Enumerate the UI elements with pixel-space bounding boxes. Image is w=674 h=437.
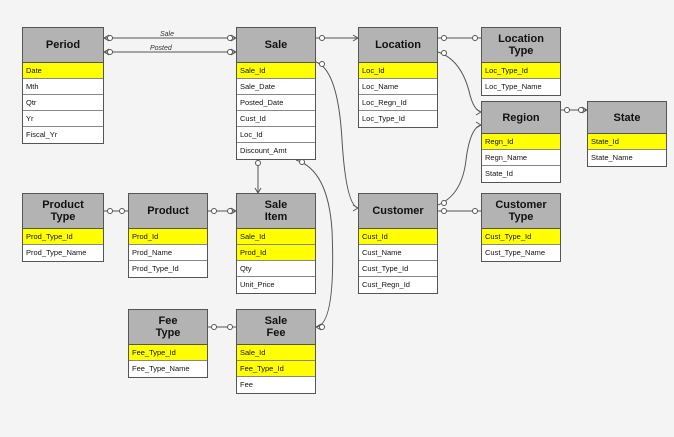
entity-title: Fee Type [129,310,207,345]
entity-title: Period [23,28,103,63]
field-prod-id: Prod_Id [237,245,315,261]
field-fee-type-name: Fee_Type_Name [132,364,190,373]
field-cust-type-id: Cust_Type_Id [359,261,437,277]
field-regn-name: Regn_Name [482,150,560,166]
field-loc-type-name: Loc_Type_Name [485,82,542,91]
entity-title: State [588,102,666,134]
entity-title: Product [129,194,207,229]
field-qtr: Qtr [23,95,103,111]
field-prod-name: Prod_Name [129,245,207,261]
field-cust-name: Cust_Name [359,245,437,261]
field-loc-type-id: Loc_Type_Id [482,63,560,79]
field-loc-regn-id: Loc_Regn_Id [359,95,437,111]
field-cust-type-id: Cust_Type_Id [482,229,560,245]
entity-title: Customer [359,194,437,229]
field-loc-name: Loc_Name [359,79,437,95]
entity-customer[interactable]: Customer Cust_Id Cust_Name Cust_Type_Id … [358,193,438,294]
field-unit-price: Unit_Price [240,280,275,289]
entity-period[interactable]: Period Date Mth Qtr Yr Fiscal_Yr [22,27,104,144]
field-state-name: State_Name [591,153,633,162]
field-cust-id: Cust_Id [237,111,315,127]
entity-title: Region [482,102,560,134]
entity-product[interactable]: Product Prod_Id Prod_Name Prod_Type_Id [128,193,208,278]
field-state-id: State_Id [588,134,666,150]
field-cust-regn-id: Cust_Regn_Id [362,280,410,289]
entity-state[interactable]: State State_Id State_Name [587,101,667,167]
field-sale-id: Sale_Id [237,229,315,245]
field-prod-type-name: Prod_Type_Name [26,248,87,257]
field-posted-date: Posted_Date [237,95,315,111]
entity-title: Sale [237,28,315,63]
relationship-label-posted: Posted [150,45,172,52]
entity-sale-fee[interactable]: Sale Fee Sale_Id Fee_Type_Id Fee [236,309,316,394]
field-loc-id: Loc_Id [359,63,437,79]
field-loc-id: Loc_Id [237,127,315,143]
field-qty: Qty [237,261,315,277]
relationship-label-sale: Sale [160,31,175,38]
field-prod-id: Prod_Id [129,229,207,245]
field-fee-type-id: Fee_Type_Id [237,361,315,377]
entity-location[interactable]: Location Loc_Id Loc_Name Loc_Regn_Id Loc… [358,27,438,128]
entity-title: Sale Fee [237,310,315,345]
field-discount-amt: Discount_Amt [240,146,287,155]
field-cust-id: Cust_Id [359,229,437,245]
entity-title: Location [359,28,437,63]
field-regn-id: Regn_Id [482,134,560,150]
field-sale-id: Sale_Id [237,345,315,361]
entity-title: Location Type [482,28,560,63]
field-state-id: State_Id [485,169,513,178]
entity-sale-item[interactable]: Sale Item Sale_Id Prod_Id Qty Unit_Price [236,193,316,294]
entity-region[interactable]: Region Regn_Id Regn_Name State_Id [481,101,561,183]
field-yr: Yr [23,111,103,127]
field-fee: Fee [240,380,253,389]
field-sale-date: Sale_Date [237,79,315,95]
entity-location-type[interactable]: Location Type Loc_Type_Id Loc_Type_Name [481,27,561,96]
field-fiscal-yr: Fiscal_Yr [26,130,58,139]
field-loc-type-id: Loc_Type_Id [362,114,405,123]
entity-title: Product Type [23,194,103,229]
field-prod-type-id: Prod_Type_Id [23,229,103,245]
field-fee-type-id: Fee_Type_Id [129,345,207,361]
entity-customer-type[interactable]: Customer Type Cust_Type_Id Cust_Type_Nam… [481,193,561,262]
field-mth: Mth [23,79,103,95]
field-cust-type-name: Cust_Type_Name [485,248,546,257]
field-prod-type-id: Prod_Type_Id [132,264,179,273]
entity-sale[interactable]: Sale Sale_Id Sale_Date Posted_Date Cust_… [236,27,316,160]
entity-product-type[interactable]: Product Type Prod_Type_Id Prod_Type_Name [22,193,104,262]
field-sale-id: Sale_Id [237,63,315,79]
entity-title: Sale Item [237,194,315,229]
entity-title: Customer Type [482,194,560,229]
entity-fee-type[interactable]: Fee Type Fee_Type_Id Fee_Type_Name [128,309,208,378]
field-date: Date [23,63,103,79]
